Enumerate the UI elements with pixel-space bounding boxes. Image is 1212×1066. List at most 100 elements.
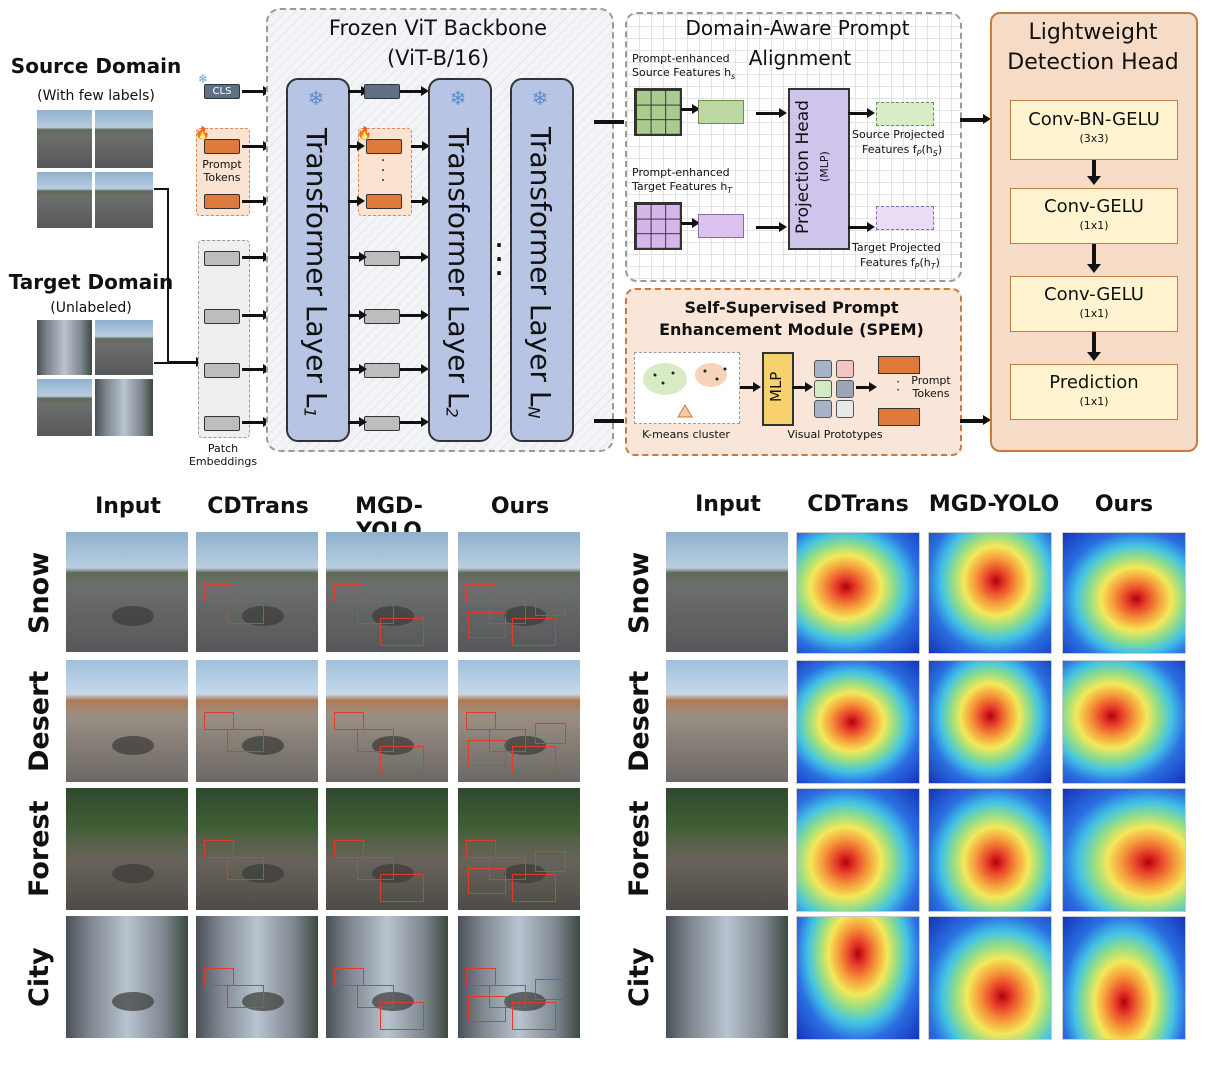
snowflake-icon: ❄ [307,86,325,110]
detection-box [468,868,506,894]
src-feature-label-2: Source Features hs [632,66,736,82]
detection-image-desert-ours [458,660,580,782]
detection-box [334,968,364,986]
source-projected-tensor [876,102,934,126]
layer-n-label: Transformer Layer LN [524,127,557,419]
detection-box [512,746,556,774]
target-projected-tensor [876,206,934,230]
mlp-to-proto-arrow [792,382,813,392]
detection-image-forest-input [66,788,188,910]
prototype-3 [814,380,832,398]
proj-tgt-out-arrow [848,222,875,232]
detection-box [227,857,264,880]
l1-out-arrow-p2 [348,196,365,206]
detection-box [334,712,364,730]
l2-in-arrow-1 [400,252,429,262]
head-block-4-sub: (1x1) [1079,395,1109,408]
projection-head [788,88,850,250]
flame-icon: 🔥 [357,126,372,140]
source-domain-title: Source Domain [10,54,182,78]
tgt-feature-label-2: Target Features hT [632,180,733,196]
patch-embeddings-label: Patch Embeddings [188,442,258,468]
detection-box [466,840,496,858]
heatmap-city-mgd-yolo [928,916,1052,1040]
detection-image-forest-mgd-yolo [326,788,448,910]
detection-box [204,840,234,858]
row-label-desert-left: Desert [24,670,55,772]
target-feature-grid [634,202,682,250]
snowflake-icon: ❄ [198,72,209,86]
source-image-4 [95,172,153,228]
backbone-to-spem-line [594,419,624,423]
target-feature-tensor [698,214,744,238]
ellipsis: ··· [380,153,386,189]
patch-arrow-2 [242,310,271,320]
head-arrow-2 [1092,244,1096,266]
l1-out-arrow-1 [348,252,367,262]
detection-head-title-line2: Detection Head [1007,50,1179,75]
detection-box [468,612,506,638]
pothole-shape [112,991,154,1012]
target-image-3 [37,379,92,436]
detection-image-desert-input [66,660,188,782]
patch-arrow-4 [242,417,271,427]
row-label-forest-right: Forest [624,800,655,898]
detection-image-snow-cdtrans [196,532,318,652]
col-header-ours-left: Ours [490,494,550,519]
tgt-proj-label-1: Target Projected [852,241,941,254]
col-header-mgdyolo-right: MGD-YOLO [928,492,1060,517]
spem-title-line1: Self-Supervised Prompt [684,298,899,317]
alignment-title-line1: Domain-Aware Prompt [685,16,910,40]
detection-image-city-input [66,916,188,1038]
col-header-input-right: Input [695,492,761,517]
l2-in-arrow-cls [400,86,429,96]
patch-token-3 [204,363,240,378]
l1-out-arrow-3 [348,364,367,374]
detection-box [468,996,506,1022]
heatmap-snow-mgd-yolo [928,532,1052,654]
kmeans-label: K-means cluster [642,428,730,441]
detection-box [227,985,264,1008]
col-header-ours-right: Ours [1094,492,1154,517]
target-domain-subtitle: (Unlabeled) [50,300,132,316]
heatmap-forest-cdtrans [796,788,920,912]
cls-token-mid [364,84,400,99]
detection-box [357,985,394,1008]
detection-box [512,1002,556,1030]
proto-to-tokens-arrow [856,382,877,392]
head-block-3: Conv-GELU (1x1) [1010,276,1178,332]
spem-token-ellipsis: ·· [896,375,900,397]
spem-title-line2: Enhancement Module (SPEM) [659,320,924,339]
pothole-shape [112,863,154,884]
prototype-1 [814,360,832,378]
source-image-1 [37,110,92,168]
patch-token-2 [204,309,240,324]
detection-image-city-mgd-yolo [326,916,448,1038]
detection-image-desert-mgd-yolo [326,660,448,782]
head-block-1-sub: (3x3) [1079,132,1109,145]
heatmap-desert-ours [1062,660,1186,784]
heatmap-city-ours [1062,916,1186,1040]
head-block-4-name: Prediction [1049,372,1139,393]
target-domain-title: Target Domain [8,270,174,294]
patch-token-1 [204,251,240,266]
heatmap-desert-cdtrans [796,660,920,784]
proj-src-out-arrow [848,108,875,118]
layer-2-label: Transformer Layer L2 [442,128,475,418]
heatmap-forest-mgd-yolo [928,788,1052,912]
detection-box [535,851,566,872]
detection-box [512,618,556,646]
detection-image-city-ours [458,916,580,1038]
spem-prompt-tokens-label: Prompt Tokens [911,374,951,400]
prototype-4 [836,380,854,398]
head-arrow-1 [1092,160,1096,178]
detection-box [512,874,556,902]
input-image-forest [666,788,788,910]
spem-prompt-token-1 [878,356,920,374]
detection-box [380,746,424,774]
row-label-snow-right: Snow [624,551,655,635]
snowflake-icon: ❄ [531,86,549,110]
head-block-3-sub: (1x1) [1079,307,1109,320]
row-label-city-left: City [24,947,55,1007]
src-proj-label-1: Source Projected [852,128,945,141]
